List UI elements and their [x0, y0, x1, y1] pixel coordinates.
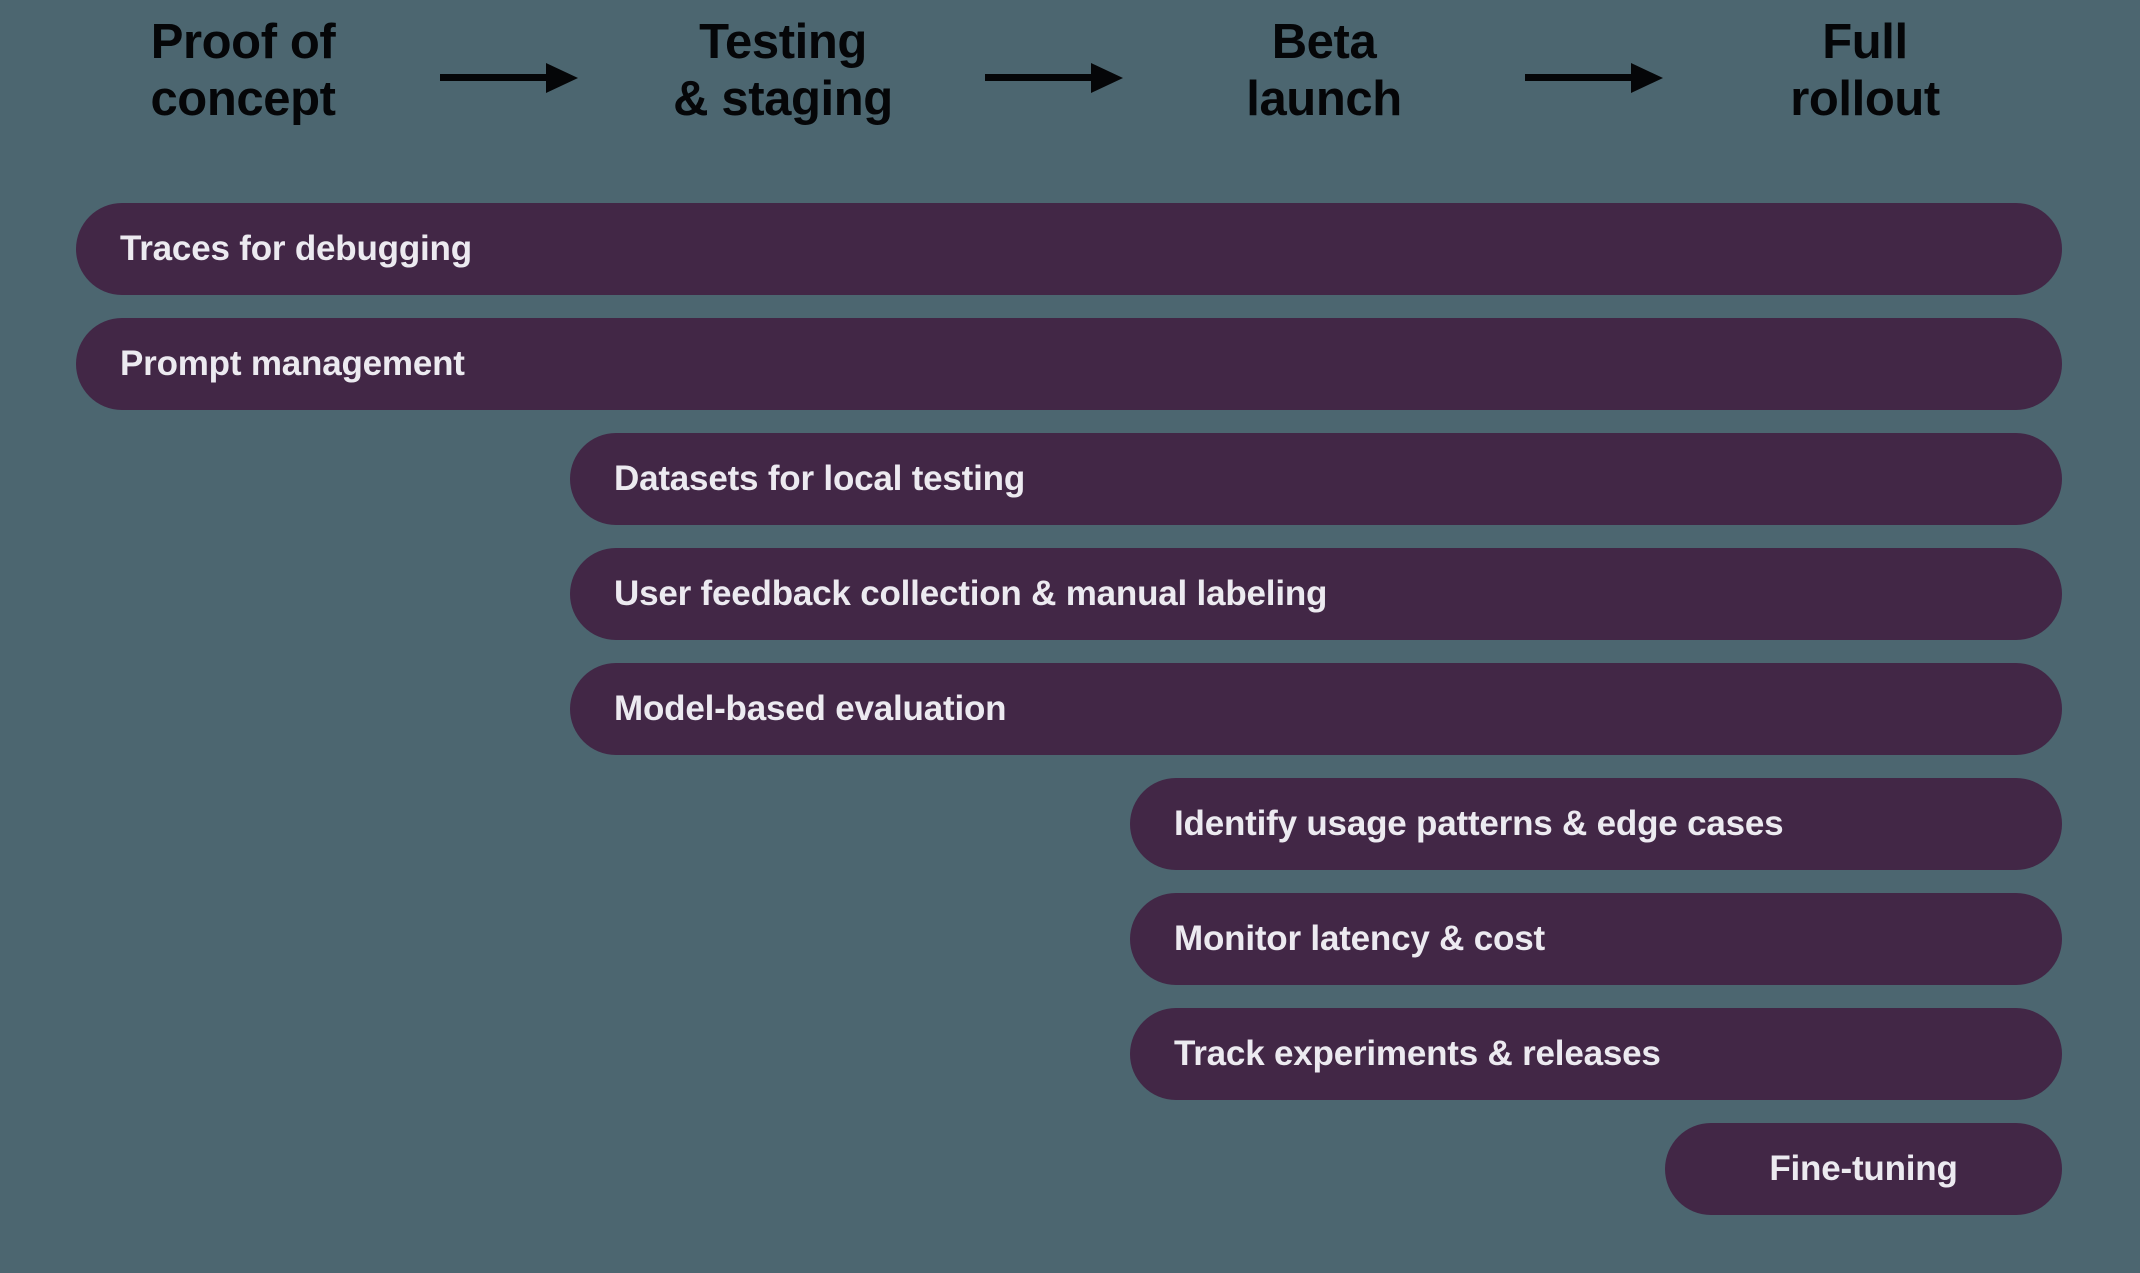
stage-label-beta-launch: Beta launch [1246, 15, 1402, 126]
capability-label: Track experiments & releases [1174, 1034, 1661, 1073]
capability-label: Traces for debugging [120, 229, 472, 268]
arrow-shaft [985, 74, 1097, 81]
capability-label: Monitor latency & cost [1174, 919, 1545, 958]
arrow-testing-to-beta-icon [985, 62, 1125, 93]
arrow-head [1091, 63, 1123, 93]
capability-pill-model-based-evaluation[interactable]: Model-based evaluation [570, 663, 2062, 755]
capability-pill-user-feedback-collection[interactable]: User feedback collection & manual labeli… [570, 548, 2062, 640]
arrow-shaft [440, 74, 552, 81]
capability-pill-datasets-for-local-testing[interactable]: Datasets for local testing [570, 433, 2062, 525]
capability-label: User feedback collection & manual labeli… [614, 574, 1328, 613]
capability-label: Prompt management [120, 344, 465, 383]
stage-label-testing-and-staging: Testing & staging [673, 15, 893, 126]
arrow-beta-to-full-icon [1525, 62, 1665, 93]
capability-label: Model-based evaluation [614, 689, 1007, 728]
arrow-proof-to-testing-icon [440, 62, 580, 93]
capability-pill-prompt-management[interactable]: Prompt management [76, 318, 2062, 410]
capability-pill-fine-tuning[interactable]: Fine-tuning [1665, 1123, 2062, 1215]
capability-label: Datasets for local testing [614, 459, 1026, 498]
capability-pill-track-experiments-and-releases[interactable]: Track experiments & releases [1130, 1008, 2062, 1100]
stage-label-proof-of-concept: Proof of concept [150, 15, 336, 126]
capability-pill-traces-for-debugging[interactable]: Traces for debugging [76, 203, 2062, 295]
arrow-shaft [1525, 74, 1637, 81]
capability-pill-monitor-latency-and-cost[interactable]: Monitor latency & cost [1130, 893, 2062, 985]
arrow-head [546, 63, 578, 93]
capability-label: Identify usage patterns & edge cases [1174, 804, 1784, 843]
capability-label: Fine-tuning [1769, 1149, 1958, 1188]
stage-header-row: Proof of concept Testing & staging Beta … [0, 0, 2140, 160]
arrow-head [1631, 63, 1663, 93]
stage-label-full-rollout: Full rollout [1790, 15, 1940, 126]
capability-pill-identify-usage-patterns[interactable]: Identify usage patterns & edge cases [1130, 778, 2062, 870]
